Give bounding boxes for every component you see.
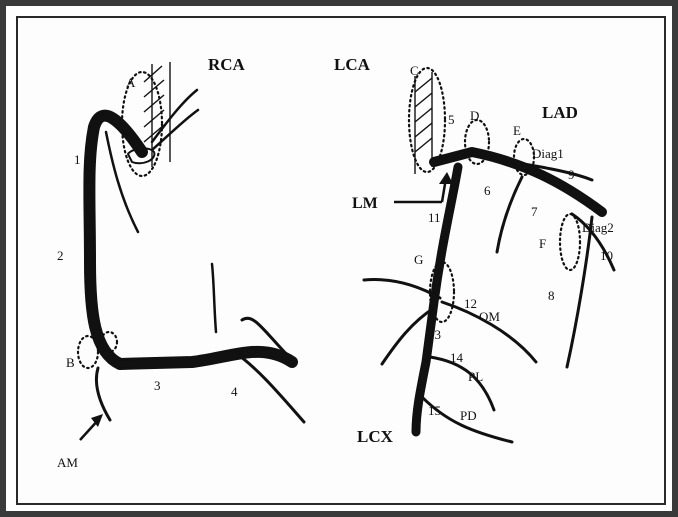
branch-label-diag2: Diag2 xyxy=(582,220,614,235)
rca-upper-twig xyxy=(212,264,216,332)
site-label-c: C xyxy=(410,63,419,78)
branch-label-om: OM xyxy=(479,309,500,324)
segment-13: 13 xyxy=(428,327,441,342)
segment-2: 2 xyxy=(57,248,64,263)
lm-label: LM xyxy=(352,195,378,212)
segment-8: 8 xyxy=(548,288,555,303)
rca-tree xyxy=(78,62,304,440)
lcx-header: LCX xyxy=(357,427,394,446)
lad-branch-8 xyxy=(567,217,592,367)
branch-label-pd: PD xyxy=(460,408,477,423)
lesion-site-b xyxy=(78,336,98,368)
lad-header: LAD xyxy=(542,103,578,122)
rca-header: RCA xyxy=(208,55,246,74)
segment-11: 11 xyxy=(428,210,441,225)
site-label-b: B xyxy=(66,355,75,370)
segment-10: 10 xyxy=(600,248,613,263)
segment-12: 12 xyxy=(464,296,477,311)
branch-label-pl: PL xyxy=(468,369,483,384)
site-label-e: E xyxy=(513,123,521,138)
site-label-g: G xyxy=(414,252,423,267)
site-label-f: F xyxy=(539,236,546,251)
coronary-artery-diagram: RCA LCA LAD LCX LM A B C D E F G 1 2 3 4… xyxy=(18,18,668,507)
lad-branch-6 xyxy=(497,177,522,252)
segment-1: 1 xyxy=(74,152,81,167)
site-label-d: D xyxy=(470,108,479,123)
lm-arrowhead xyxy=(439,172,453,184)
segment-15: 15 xyxy=(428,403,441,418)
segment-5: 5 xyxy=(448,112,455,127)
lca-tree xyxy=(364,68,614,442)
lesion-site-f xyxy=(560,214,580,270)
lca-header: LCA xyxy=(334,55,371,74)
segment-9: 9 xyxy=(568,167,575,182)
figure-panel: RCA LCA LAD LCX LM A B C D E F G 1 2 3 4… xyxy=(16,16,666,505)
segment-14: 14 xyxy=(450,350,464,365)
site-label-a: A xyxy=(126,75,136,90)
segment-3: 3 xyxy=(154,378,161,393)
segment-4: 4 xyxy=(231,384,238,399)
lca-aortic-root xyxy=(415,72,432,174)
branch-label-diag1: Diag1 xyxy=(532,146,564,161)
segment-7: 7 xyxy=(531,204,538,219)
segment-6: 6 xyxy=(484,183,491,198)
am-branch xyxy=(97,368,111,420)
branch-label-am: AM xyxy=(57,455,78,470)
